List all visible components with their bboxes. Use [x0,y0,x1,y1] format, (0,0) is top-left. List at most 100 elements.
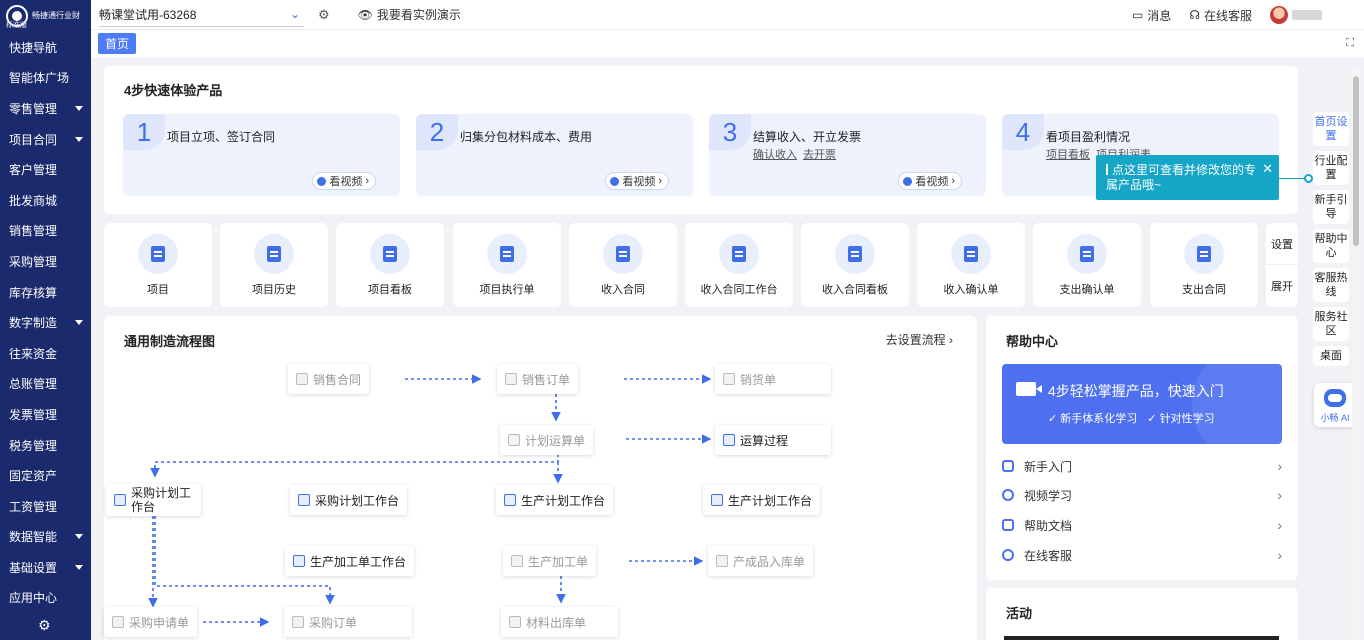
sidebar-item[interactable]: 零售管理 [0,93,91,124]
ai-assistant-button[interactable]: 小畅 AI [1314,383,1356,427]
sidebar-item[interactable]: 税务管理 [0,430,91,461]
rail-item[interactable]: 客服热线 [1313,268,1349,302]
sidebar-item[interactable]: 固定资产 [0,460,91,491]
quick-entry[interactable]: 收入确认单 [917,223,1025,307]
document-icon [616,246,630,262]
quick-entry[interactable]: 收入合同工作台 [685,223,793,307]
node-sales-order[interactable]: 销售订单 [497,364,579,394]
step-link[interactable]: 去开票 [803,149,836,161]
sidebar-item[interactable]: 智能体广场 [0,63,91,94]
node-purchase-order[interactable]: 采购订单 [284,607,412,637]
watch-video-button[interactable]: 看视频› [898,172,962,190]
settings-gear-icon[interactable]: ⚙ [318,6,330,22]
chevron-right-icon: › [951,175,955,187]
messages-button[interactable]: ▭ 消息 [1132,7,1171,24]
sidebar-item[interactable]: 批发商城 [0,185,91,216]
quick-entry[interactable]: 支出确认单 [1033,223,1141,307]
flow-title: 通用制造流程图 [124,334,216,349]
quick-expand-button[interactable]: 展开 [1271,281,1293,293]
node-processing-ws[interactable]: 生产加工单工作台 [285,546,415,576]
node-calc-process[interactable]: 运算过程 [715,425,831,455]
help-banner[interactable]: 4步轻松掌握产品，快速入门 ✓ 新手体系化学习 ✓ 针对性学习 [1002,364,1282,444]
sidebar-item[interactable]: 往来资金 [0,338,91,369]
quick-entry[interactable]: 支出合同 [1150,223,1258,307]
scrollbar-thumb[interactable] [1353,76,1359,246]
rail-item[interactable]: 桌面 [1313,346,1349,366]
quick-entry[interactable]: 项目历史 [220,223,328,307]
sidebar-item[interactable]: 数据智能 [0,522,91,553]
ai-assistant-label: 小畅 AI [1320,413,1350,423]
document-icon [848,246,862,262]
tooltip-anchor-dot [1304,174,1313,183]
user-menu[interactable] [1270,6,1322,24]
tooltip-text: 点这里可查看并修改您的专属产品哦~ [1106,163,1257,192]
banner-tag-label: 针对性学习 [1159,413,1215,425]
demo-link[interactable]: 👁 我要看实例演示 [358,6,461,23]
flow-settings-link[interactable]: 去设置流程 › [885,333,953,347]
quick-entry[interactable]: 收入合同 [569,223,677,307]
sidebar-item[interactable]: 数字制造 [0,307,91,338]
help-row-video[interactable]: 视频学习› [1002,481,1282,509]
quick-entry[interactable]: 收入合同看板 [801,223,909,307]
rail-item[interactable]: 服务社区 [1313,307,1349,341]
quick-entry-label: 支出合同 [1182,284,1226,296]
node-delivery[interactable]: 销货单 [715,364,831,394]
close-icon[interactable]: ✕ [1262,161,1273,176]
watch-video-button[interactable]: 看视频› [312,172,376,190]
doc-icon [509,616,521,628]
message-icon: ▭ [1131,8,1144,22]
fullscreen-icon[interactable]: ⛶ [1346,37,1354,49]
sidebar-item[interactable]: 库存核算 [0,277,91,308]
avatar [1270,6,1288,24]
account-selector[interactable]: 畅课堂试用-63268 ⌄ [99,3,304,27]
quick-entry[interactable]: 项目执行单 [453,223,561,307]
node-sales-contract[interactable]: 销售合同 [288,364,370,394]
node-purchase-plan-wb[interactable]: 采购计划工作台 [290,485,408,515]
sidebar-item[interactable]: 应用中心 [0,583,91,614]
node-prod-plan-ws-1[interactable]: 生产计划工作台 [496,485,614,515]
support-button[interactable]: ☊ 在线客服 [1189,7,1252,24]
help-row-beginner[interactable]: 新手入门› [1002,452,1282,480]
node-label: 销货单 [740,372,777,387]
node-plan-calc[interactable]: 计划运算单 [500,425,594,455]
scrollbar[interactable] [1352,66,1360,640]
sidebar-item[interactable]: 销售管理 [0,216,91,247]
quick-entry-label: 项目执行单 [479,284,535,296]
sidebar-item[interactable]: 工资管理 [0,491,91,522]
edition-label: 标准版 [6,22,27,29]
quick-entry-label: 收入合同工作台 [700,284,778,296]
node-prod-plan-ws-2[interactable]: 生产计划工作台 [703,485,821,515]
sidebar-item[interactable]: 采购管理 [0,246,91,277]
node-finished-goods-in[interactable]: 产成品入库单 [708,546,814,576]
node-purchase-request[interactable]: 采购申请单 [104,607,197,637]
quick-entry[interactable]: 项目看板 [336,223,444,307]
activity-banner-image[interactable] [1004,636,1279,640]
sidebar-item[interactable]: 快捷导航 [0,32,91,63]
sidebar-item[interactable]: 基础设置 [0,552,91,583]
tab-strip: 首页 ⛶ [91,30,1364,58]
watch-video-button[interactable]: 看视频› [605,172,669,190]
help-row-docs[interactable]: 帮助文档› [1002,511,1282,539]
sidebar-item[interactable]: 项目合同 [0,124,91,155]
rail-item[interactable]: 首页设置 [1313,112,1349,146]
tab-home[interactable]: 首页 [98,33,137,54]
node-purchase-plan-ws[interactable]: 采购计划工作台 [106,484,201,516]
step-link[interactable]: 确认收入 [753,149,797,161]
node-material-out[interactable]: 材料出库单 [501,607,618,637]
rail-item[interactable]: 行业配置 [1313,151,1349,185]
sidebar-item[interactable]: 发票管理 [0,399,91,430]
logo[interactable]: 畅捷通行业财 标准版 [0,0,91,32]
help-center-card: 帮助中心 4步轻松掌握产品，快速入门 ✓ 新手体系化学习 ✓ 针对性学习 新手入… [986,316,1298,580]
document-icon [151,246,165,262]
sidebar-item[interactable]: 客户管理 [0,154,91,185]
quick-entry[interactable]: 项目 [104,223,212,307]
rail-item[interactable]: 新手引导 [1313,190,1349,224]
quick-settings-button[interactable]: 设置 [1266,223,1298,265]
node-processing-order[interactable]: 生产加工单 [503,546,597,576]
rail-item[interactable]: 帮助中心 [1313,229,1349,263]
help-row-support[interactable]: 在线客服› [1002,541,1282,569]
document-icon [1080,246,1094,262]
step-link[interactable]: 项目看板 [1046,149,1090,161]
sidebar-item[interactable]: 总账管理 [0,369,91,400]
gear-icon[interactable]: ⚙ [38,617,51,633]
